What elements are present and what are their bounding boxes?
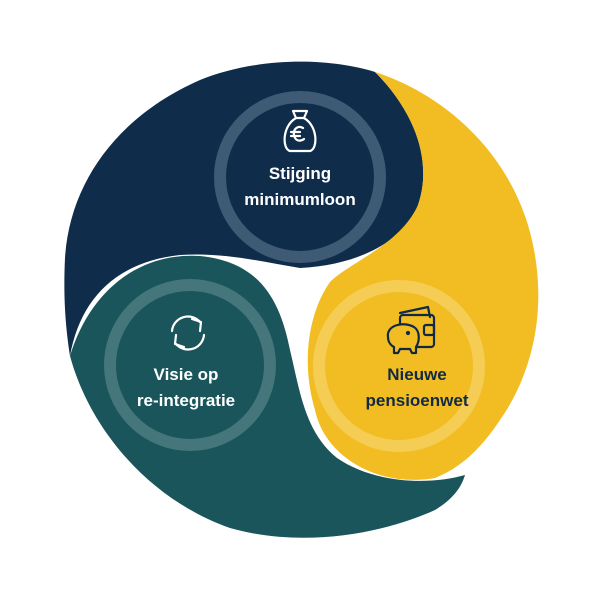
label-pensioenwet-line2: pensioenwet xyxy=(366,391,469,410)
refresh-arrows-icon xyxy=(170,315,206,351)
circle-reintegratie xyxy=(104,279,276,451)
circle-minimumloon xyxy=(214,91,386,263)
label-reintegratie-line2: re-integratie xyxy=(137,391,235,410)
circle-pensioenwet xyxy=(313,280,485,452)
label-minimumloon-line2: minimumloon xyxy=(244,190,355,209)
label-reintegratie-line1: Visie op xyxy=(154,365,219,384)
label-pensioenwet-line1: Nieuwe xyxy=(387,365,447,384)
wallet-piggy-bank-icon xyxy=(386,305,436,355)
money-bag-euro-icon xyxy=(283,109,317,153)
label-minimumloon-line1: Stijging xyxy=(269,164,331,183)
